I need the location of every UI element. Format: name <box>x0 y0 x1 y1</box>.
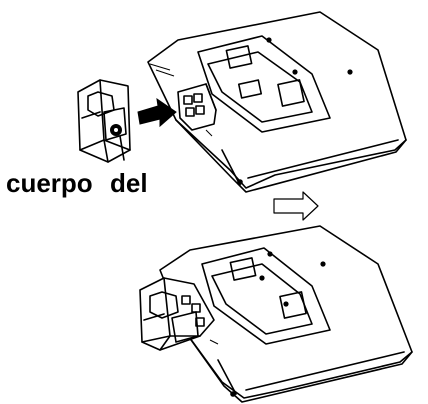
tv-body-top <box>147 11 407 193</box>
step-arrow-icon <box>273 191 319 221</box>
tv-bezel-edge-top <box>175 119 407 193</box>
insert-arrow-icon <box>137 97 177 128</box>
screw-hole <box>266 37 272 43</box>
tv-mount-bracket-top <box>177 83 217 131</box>
tv-rear-panel-bottom <box>201 247 331 345</box>
screw-hole <box>237 179 243 185</box>
stand-neck-assembled <box>139 277 215 351</box>
screw-hole <box>292 69 298 75</box>
tv-bezel-edge-bottom <box>183 329 413 403</box>
stand-neck-part <box>77 79 131 163</box>
callout-line <box>119 135 125 161</box>
tv-rear-shell-top <box>147 11 407 189</box>
caption-cuerpo: cuerpo <box>6 168 93 198</box>
tv-rear-panel-top <box>197 35 331 133</box>
tv-body-bottom <box>159 225 413 403</box>
caption-del: del <box>110 168 148 198</box>
screw-hole <box>347 69 353 75</box>
